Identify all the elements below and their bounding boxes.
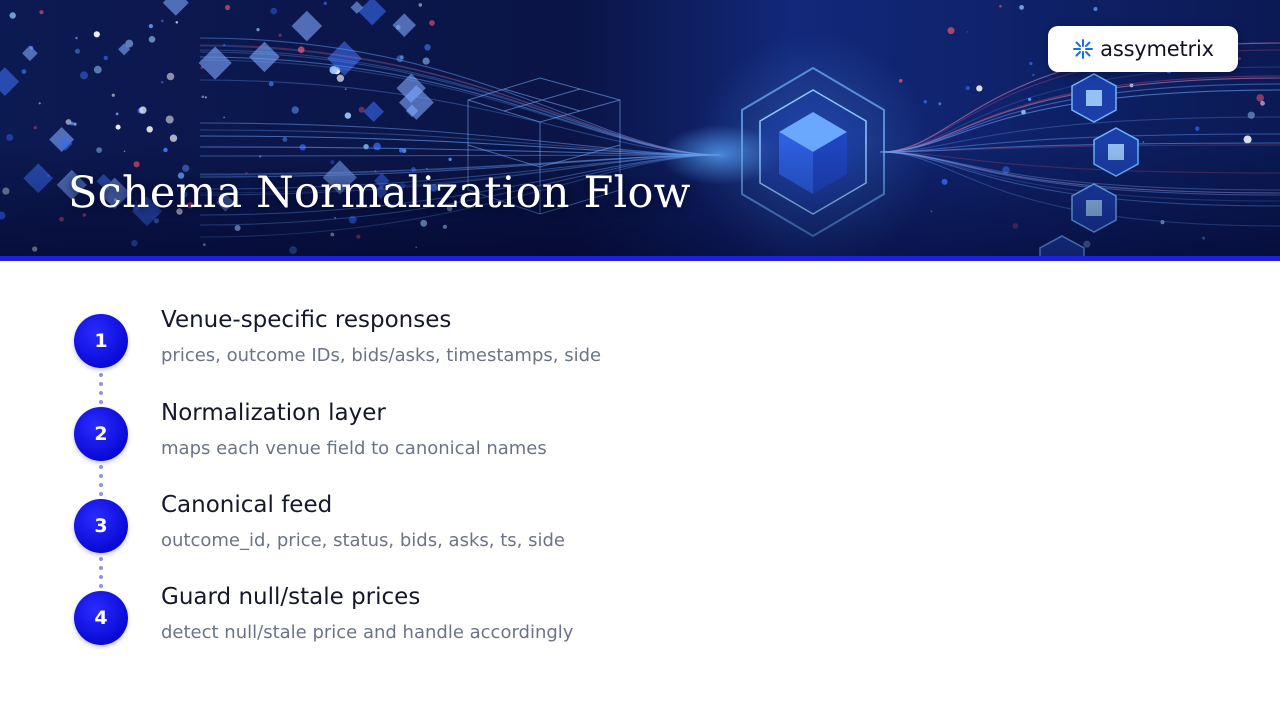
step-description: maps each venue field to canonical names xyxy=(161,438,547,459)
banner-divider xyxy=(0,256,1280,261)
step-description: detect null/stale price and handle accor… xyxy=(161,622,574,643)
step-title: Normalization layer xyxy=(161,400,386,426)
flow-step-1: 1 Venue-specific responses prices, outco… xyxy=(74,307,974,371)
step-connector xyxy=(99,465,103,501)
step-number-badge: 2 xyxy=(74,407,128,461)
brand-logo: assymetrix xyxy=(1048,26,1238,72)
page-title: Schema Normalization Flow xyxy=(68,168,691,218)
step-connector xyxy=(99,557,103,593)
step-description: prices, outcome IDs, bids/asks, timestam… xyxy=(161,345,602,366)
flow-step-4: 4 Guard null/stale prices detect null/st… xyxy=(74,584,974,648)
logo-text: assymetrix xyxy=(1100,37,1214,61)
step-number-badge: 1 xyxy=(74,314,128,368)
logo-spark-icon xyxy=(1073,39,1094,59)
step-connector xyxy=(99,373,103,409)
flow-step-2: 2 Normalization layer maps each venue fi… xyxy=(74,400,974,464)
step-title: Venue-specific responses xyxy=(161,307,452,333)
header-banner: Schema Normalization Flow assymetrix xyxy=(0,0,1280,256)
step-description: outcome_id, price, status, bids, asks, t… xyxy=(161,530,565,551)
step-title: Guard null/stale prices xyxy=(161,584,421,610)
step-number-badge: 3 xyxy=(74,499,128,553)
step-number-badge: 4 xyxy=(74,591,128,645)
flow-step-3: 3 Canonical feed outcome_id, price, stat… xyxy=(74,492,974,556)
step-title: Canonical feed xyxy=(161,492,333,518)
